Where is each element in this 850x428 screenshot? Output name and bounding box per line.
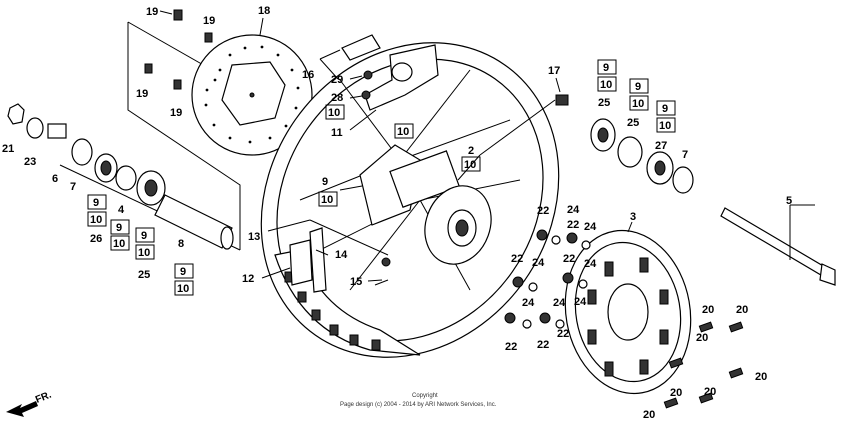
callout-20: 20 [702,304,714,316]
axle[interactable] [720,207,836,286]
callout-11: 11 [331,127,343,139]
callout-numbers: 19 19 19 19 18 16 29 28 11 21 23 6 7 4 2… [2,5,792,421]
callout-26: 26 [90,233,102,245]
callout-22: 22 [567,219,579,231]
callout-22: 22 [511,253,523,265]
callout-20: 20 [696,332,708,344]
boxed-references: 10 10 9 10 10 9 10 9 10 9 10 9 10 9 10 9… [87,59,676,296]
callout-20: 20 [704,386,716,398]
callout-25: 25 [598,97,610,109]
ref-box-10: 10 [138,247,150,259]
callout-24: 24 [584,221,597,233]
ref-box-10: 10 [113,238,125,250]
ref-box-9: 9 [116,222,122,234]
ref-box-10: 10 [464,159,476,171]
ref-box-10: 10 [90,214,102,226]
ref-box-9: 9 [635,81,641,93]
copyright-footer: Copyright Page design (c) 2004 - 2014 by… [340,393,497,408]
callout-23: 23 [24,156,36,168]
callout-25: 25 [627,117,639,129]
brake-disc[interactable] [191,34,313,156]
callout-12: 12 [242,273,254,285]
left-axle-parts[interactable] [7,103,234,250]
callout-19: 19 [170,107,182,119]
callout-28: 28 [331,92,343,104]
ref-box-9: 9 [322,176,328,188]
ref-box-10: 10 [177,283,189,295]
callout-15: 15 [350,276,362,288]
copyright-line: Copyright [412,393,438,399]
disc-bolts[interactable] [144,9,213,90]
callout-29: 29 [331,74,343,86]
callout-25: 25 [138,269,150,281]
ref-box-10: 10 [397,126,409,138]
callout-24: 24 [574,296,587,308]
callout-22: 22 [537,339,549,351]
callout-24: 24 [522,297,535,309]
chain-adjuster[interactable] [341,34,439,111]
callout-8: 8 [178,238,184,250]
callout-19: 19 [203,15,215,27]
ref-box-10: 10 [321,194,333,206]
sprocket-nuts-washers[interactable] [504,229,591,329]
callout-5: 5 [786,195,792,207]
callout-22: 22 [563,253,575,265]
right-axle-parts[interactable] [555,94,694,194]
callout-7: 7 [682,149,688,161]
callout-7: 7 [70,181,76,193]
callout-27: 27 [655,140,667,152]
ref-box-9: 9 [93,197,99,209]
ref-box-10: 10 [659,120,671,132]
rim-band-collar[interactable] [289,227,391,293]
leader-lines [159,10,815,282]
ref-box-10: 10 [632,98,644,110]
callout-19: 19 [136,88,148,100]
callout-16: 16 [302,69,314,81]
ref-box-9: 9 [141,230,147,242]
ref-box-10: 10 [328,107,340,119]
sprocket-bolts[interactable] [663,321,744,409]
ref-box-10: 10 [600,79,612,91]
ref-box-9: 9 [603,62,609,74]
callout-24: 24 [584,258,597,270]
callout-24: 24 [532,257,545,269]
callout-21: 21 [2,143,14,155]
callout-18: 18 [258,5,270,17]
callout-4: 4 [118,204,125,216]
callout-20: 20 [643,409,655,421]
page-design-line: Page design (c) 2004 - 2014 by ARI Netwo… [340,402,497,408]
ref-box-9: 9 [662,103,668,115]
callout-2: 2 [468,145,474,157]
front-arrow-icon [6,401,38,417]
callout-3: 3 [630,211,636,223]
callout-20: 20 [736,304,748,316]
callout-20: 20 [755,371,767,383]
callout-22: 22 [537,205,549,217]
callout-13: 13 [248,231,260,243]
wheel-hub[interactable] [359,144,502,274]
callout-6: 6 [52,173,58,185]
callout-17: 17 [548,65,560,77]
callout-22: 22 [505,341,517,353]
callout-20: 20 [670,387,682,399]
callout-19: 19 [146,6,158,18]
callout-24: 24 [553,297,566,309]
callout-22: 22 [557,328,569,340]
front-direction-indicator: FR. [6,389,53,417]
ref-box-9: 9 [180,266,186,278]
drive-sprocket[interactable] [553,220,704,403]
callout-24: 24 [567,204,580,216]
callout-14: 14 [335,249,348,261]
direction-label: FR. [34,389,53,405]
